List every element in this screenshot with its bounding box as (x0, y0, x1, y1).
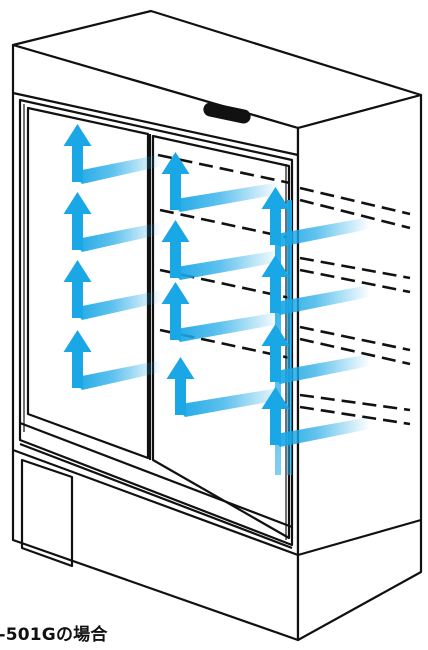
model-caption: S-501Gの場合 (0, 620, 108, 645)
